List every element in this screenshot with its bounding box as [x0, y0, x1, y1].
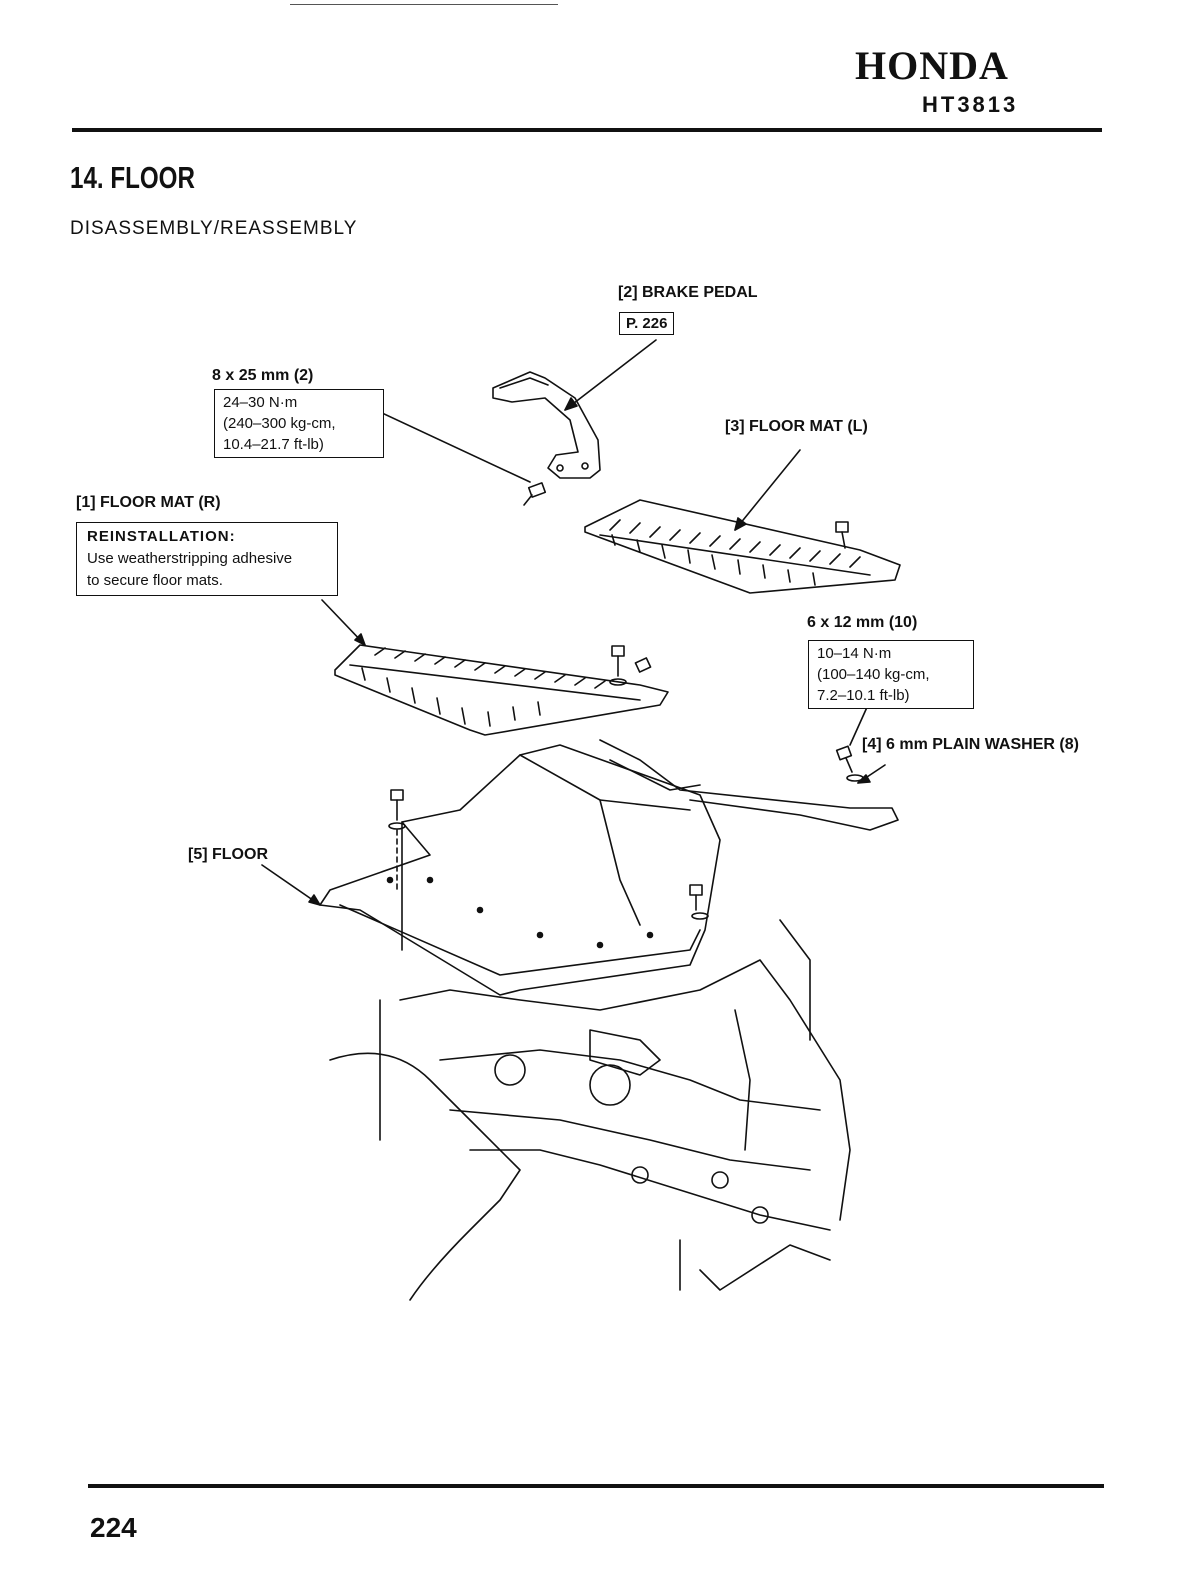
bolt-8x25-part	[523, 482, 547, 506]
torque-line: (240–300 kg-cm,	[223, 415, 336, 432]
section-subtitle: DISASSEMBLY/REASSEMBLY	[70, 218, 358, 239]
torque-line: 7.2–10.1 ft-lb)	[817, 687, 910, 704]
bolt-8x25-torque-box: 24–30 N·m (240–300 kg-cm, 10.4–21.7 ft-l…	[214, 389, 384, 458]
torque-line: 10.4–21.7 ft-lb)	[223, 436, 324, 453]
bolt-6x12-label: 6 x 12 mm (10)	[807, 614, 918, 631]
note-line: Use weatherstripping adhesive	[87, 550, 293, 567]
leader-bolt-6x12	[849, 704, 869, 746]
torque-line: 10–14 N·m	[817, 645, 892, 662]
reinstallation-note: REINSTALLATION: Use weatherstripping adh…	[76, 522, 338, 596]
header-rule	[72, 128, 1102, 132]
leader-floor	[261, 864, 321, 906]
leader-floor-mat-l	[734, 449, 801, 531]
page-number: 224	[90, 1512, 137, 1543]
leader-brake-pedal	[564, 339, 657, 411]
bolt-mat-l-part	[835, 521, 849, 549]
bolt-8x25-label: 8 x 25 mm (2)	[212, 367, 314, 384]
floor-mat-left-label: [3] FLOOR MAT (L)	[725, 418, 868, 435]
bolt-6x12-torque-box: 10–14 N·m (100–140 kg-cm, 7.2–10.1 ft-lb…	[808, 640, 974, 709]
model-number: HT3813	[922, 92, 1019, 117]
floor-mat-right-label: [1] FLOOR MAT (R)	[76, 494, 221, 511]
floor-label: [5] FLOOR	[188, 846, 268, 863]
leader-bolt-8x25	[379, 411, 531, 483]
bolt-floor-right-part	[689, 884, 709, 920]
note-line: to secure floor mats.	[87, 572, 223, 589]
brake-pedal-page-ref: P. 226	[619, 312, 675, 335]
brake-pedal-part	[492, 371, 601, 479]
tractor-chassis-part	[329, 919, 851, 1301]
torque-line: 24–30 N·m	[223, 394, 298, 411]
bolt-floor-left-part	[388, 789, 406, 891]
section-title: 14. FLOOR	[70, 160, 195, 195]
floor-mat-left-part	[584, 499, 901, 594]
floor-panel-part	[319, 739, 899, 996]
floor-mat-right-part	[334, 644, 669, 736]
bolt-washer-part	[835, 745, 864, 782]
bolt-floor-center-part	[609, 645, 652, 686]
footer-rule	[88, 1484, 1104, 1488]
brake-pedal-label: [2] BRAKE PEDAL	[618, 284, 758, 301]
brand-logo: HONDA	[855, 43, 1009, 88]
note-heading: REINSTALLATION:	[87, 528, 236, 545]
scan-mark	[290, 4, 558, 5]
washer-label: [4] 6 mm PLAIN WASHER (8)	[862, 736, 1079, 753]
torque-line: (100–140 kg-cm,	[817, 666, 930, 683]
